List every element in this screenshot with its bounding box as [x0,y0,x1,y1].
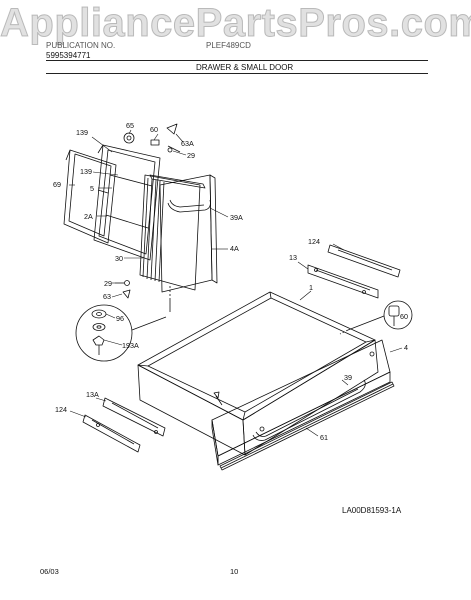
callout-63: 63 [103,292,111,301]
header-rule-top [46,60,428,61]
callout-29-lower: 29 [104,279,112,288]
callout-2a: 2A [84,212,93,221]
callout-30: 30 [115,254,123,263]
callout-13: 13 [289,253,297,262]
callout-4a: 4A [230,244,239,253]
callout-39: 39 [344,373,352,382]
drawing-code: LA00D81593-1A [342,506,402,515]
publication-label: PUBLICATION NO. [46,41,116,50]
footer-page-number: 10 [230,567,239,576]
door-frame [63,149,117,244]
publication-number: 5995394771 [46,51,91,60]
callout-193a: 193A [122,341,139,350]
callout-5: 5 [90,184,94,193]
callout-39a: 39A [230,213,243,222]
insulation-pack [139,174,206,291]
footer-date: 06/03 [40,567,59,576]
callout-4: 4 [404,343,408,352]
section-title: DRAWER & SMALL DOOR [196,63,294,72]
drawer-rail-right [307,244,401,299]
callout-60-detail: 60 [400,312,408,321]
callout-96: 96 [116,314,124,323]
callout-29: 29 [187,151,195,160]
door-screws [115,280,171,312]
header-rule-bottom [46,73,428,74]
callout-69: 69 [53,180,61,189]
outer-door [159,174,218,293]
drawer-screw [213,391,223,406]
callout-139: 139 [76,128,88,137]
detail-circle-left [75,304,167,362]
drawer-trim [219,381,395,471]
watermark: AppliancePartsPros.com [0,1,471,46]
callout-labels: 139 65 60 63A 29 139 69 5 2A 30 39A 4A 2… [53,121,408,442]
callout-63a: 63A [181,139,194,148]
callout-124-right: 124 [308,237,320,246]
drawer-front [211,339,391,466]
inner-door-panel [93,144,161,261]
leader-lines [69,129,403,437]
hinge-hardware [123,123,181,153]
callout-65: 65 [126,121,134,130]
callout-124-left: 124 [55,405,67,414]
callout-13a: 13A [86,390,99,399]
detail-circle-right [339,300,413,335]
callout-61: 61 [320,433,328,442]
drawer-rail-left [82,397,166,453]
drawer-box [137,291,379,456]
model-number: PLEF489CD [206,41,251,50]
callout-60: 60 [150,125,158,134]
callout-139-lower: 139 [80,167,92,176]
callout-1: 1 [309,283,313,292]
